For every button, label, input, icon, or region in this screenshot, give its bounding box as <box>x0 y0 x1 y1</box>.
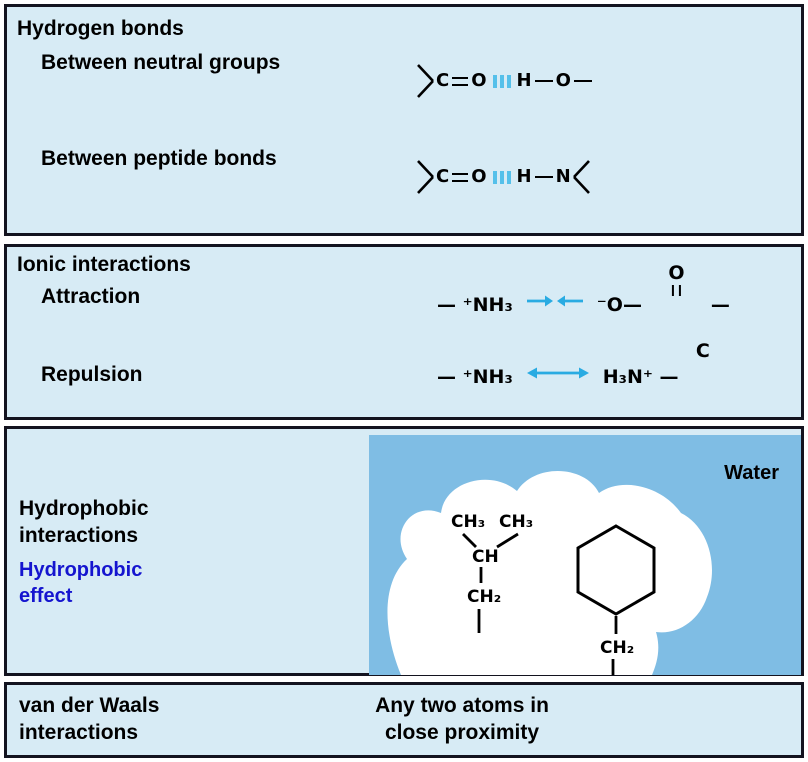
attraction-arrows-icon <box>526 295 583 307</box>
single-bond <box>534 79 553 83</box>
carbon-atom: C <box>436 70 450 91</box>
water-illustration: Water CH₃ CH₃ CH CH₂ CH₂ <box>369 435 801 675</box>
bond-line <box>462 533 477 548</box>
ch2-alkyl-label: CH₂ <box>467 587 501 607</box>
carboxyl-group: O C <box>643 264 710 385</box>
ionic-interactions-title: Ionic interactions <box>17 253 191 276</box>
oxygen-atom: O <box>471 70 487 91</box>
hydrophobic-interactions-panel: Hydrophobic interactions Hydrophobic eff… <box>4 426 804 676</box>
ch3-left-label: CH₃ <box>451 512 485 532</box>
ammonium-group-right: H₃N⁺ — <box>602 366 679 388</box>
peptide-bonds-label: Between peptide bonds <box>41 147 277 170</box>
repulsion-structure: — ⁺NH₃ H₃N⁺ — <box>437 363 679 389</box>
attraction-structure: — ⁺NH₃ ⁻O— O C — <box>437 264 730 385</box>
single-bond <box>573 79 592 83</box>
ammonium-group: — ⁺NH₃ <box>437 366 513 388</box>
hydrophobic-line2: interactions <box>19 524 139 547</box>
neutral-hbond-structure: C O H O <box>413 59 594 103</box>
hydrogen-bonds-panel: Hydrogen bonds Between neutral groups C … <box>4 4 804 236</box>
van-der-waals-label: van der Waals interactions <box>19 692 159 746</box>
ionic-interactions-panel: Ionic interactions Attraction — ⁺NH₃ ⁻O—… <box>4 244 804 420</box>
double-bond <box>452 76 469 86</box>
carbon-atom: C <box>436 166 450 187</box>
nitrogen-fork-icon <box>572 160 590 194</box>
hydrogen-bond-dots-icon <box>492 74 511 88</box>
carboxylate-oxygen: ⁻O— <box>596 294 642 316</box>
hydrogen-bond-dots-icon <box>492 170 511 184</box>
peptide-hbond-structure: C O H N <box>413 155 594 199</box>
single-bond <box>534 175 553 179</box>
benzene-ring-icon <box>576 524 656 616</box>
ch-label: CH <box>472 547 499 567</box>
vdw-desc-line2: close proximity <box>384 721 540 744</box>
ch2-benzyl-label: CH₂ <box>600 638 634 658</box>
ch3-right-label: CH₃ <box>499 512 533 532</box>
oxygen-atom: O <box>471 166 487 187</box>
hydrophobic-line1: Hydrophobic <box>19 497 149 520</box>
repulsion-arrow-icon <box>526 367 589 379</box>
vdw-line1: van der Waals <box>19 694 160 717</box>
bond-tail: — <box>710 294 730 316</box>
hydrogen-atom: H <box>516 70 532 91</box>
vdw-desc-line1: Any two atoms in <box>375 694 549 717</box>
double-bond <box>671 285 681 296</box>
carbonyl-branch: O <box>667 264 685 298</box>
hydrophobic-interactions-label: Hydrophobic interactions <box>19 495 149 549</box>
attraction-label: Attraction <box>41 285 141 308</box>
bond-line <box>496 532 519 549</box>
vdw-line2: interactions <box>19 721 139 744</box>
ammonium-group: — ⁺NH₃ <box>437 294 513 316</box>
nitrogen-atom: N <box>555 166 571 187</box>
carbon-fork-icon <box>417 64 434 98</box>
repulsion-label: Repulsion <box>41 363 143 386</box>
donor-oxygen-atom: O <box>555 70 571 91</box>
carbon-fork-icon <box>417 160 434 194</box>
effect-line1: Hydrophobic <box>19 559 143 581</box>
hydrogen-atom: H <box>516 166 532 187</box>
double-bond <box>452 172 469 182</box>
van-der-waals-description: Any two atoms in close proximity <box>297 692 627 746</box>
neutral-groups-label: Between neutral groups <box>41 51 281 74</box>
water-label: Water <box>724 462 779 484</box>
carbon-atom: C <box>695 339 710 362</box>
hydrophobic-effect-label: Hydrophobic effect <box>19 557 142 609</box>
van-der-waals-panel: van der Waals interactions Any two atoms… <box>4 682 804 758</box>
carbonyl-oxygen-atom: O <box>668 262 685 284</box>
effect-line2: effect <box>19 585 73 607</box>
hydrophobic-cavity-blob <box>387 470 712 675</box>
hydrogen-bonds-title: Hydrogen bonds <box>17 17 184 40</box>
